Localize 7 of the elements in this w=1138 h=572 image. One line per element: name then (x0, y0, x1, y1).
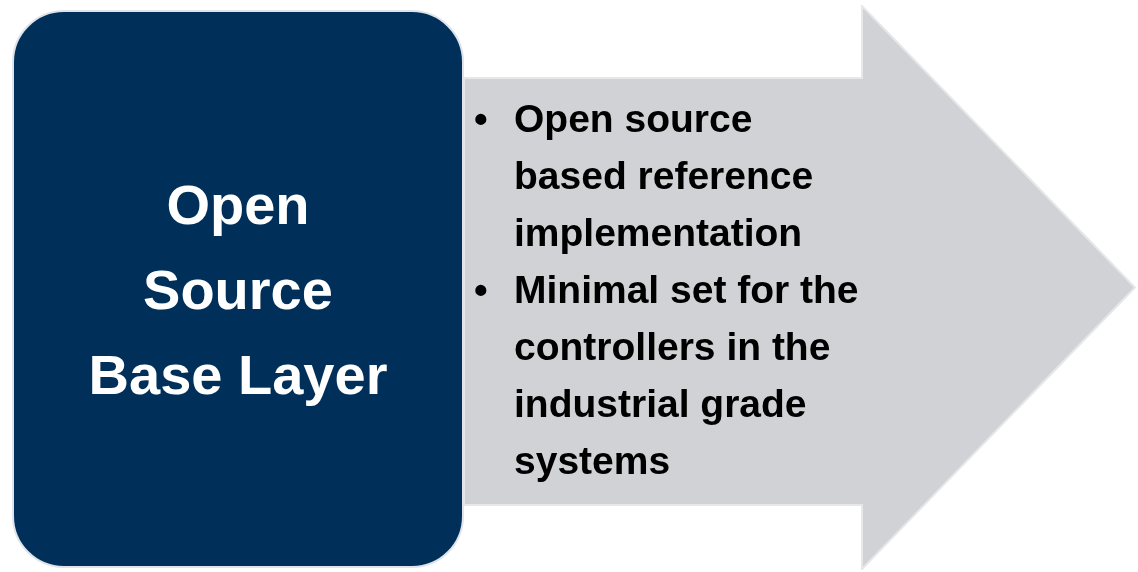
bullet-mark: • (474, 267, 489, 313)
bullet-text: Minimal set for the controllers in the industrial grade systems (514, 267, 859, 484)
box-title: Open Source Base Layer (87, 171, 389, 408)
arrow-shape (464, 5, 1137, 570)
bullet-mark: • (474, 96, 489, 142)
bullet-text: Open source based reference implementation (514, 96, 815, 256)
rounded-box (12, 10, 464, 568)
